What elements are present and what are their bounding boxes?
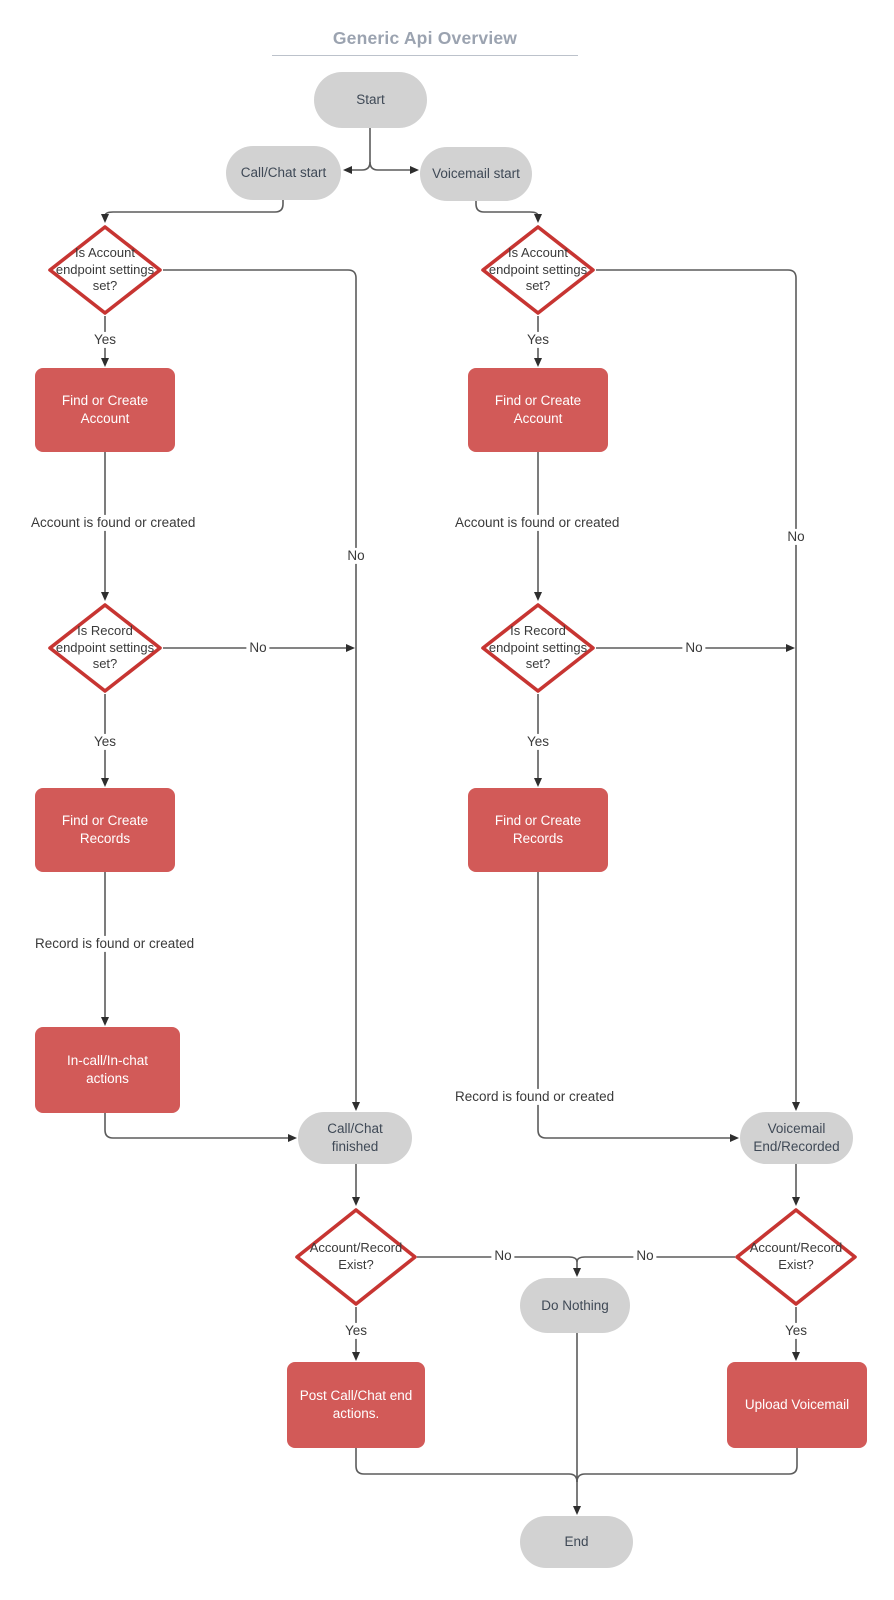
edge-label-no: No: [246, 639, 270, 657]
decision-is-record-set-right: Is Record endpoint settings set?: [480, 602, 596, 694]
edge-label-yes: Yes: [90, 733, 120, 751]
decision-is-record-set-left: Is Record endpoint settings set?: [47, 602, 163, 694]
node-find-create-account-right: Find or Create Account: [468, 368, 608, 452]
edge-label-yes: Yes: [523, 331, 553, 349]
edge-label-yes: Yes: [781, 1322, 811, 1340]
edge-label-no: No: [344, 547, 368, 565]
node-find-create-records-right-label: Find or Create Records: [494, 812, 582, 846]
diamond-shape: [295, 1208, 417, 1306]
node-call-chat-finished-label: Call/Chat finished: [327, 1121, 383, 1154]
node-post-call-chat-end-label: Post Call/Chat end actions.: [299, 1387, 413, 1421]
node-end: End: [520, 1516, 633, 1568]
node-find-create-account-left-label: Find or Create Account: [61, 392, 149, 426]
decision-is-account-set-left: Is Account endpoint settings set?: [47, 224, 163, 316]
node-call-chat-finished: Call/Chat finished: [298, 1112, 412, 1164]
node-post-call-chat-end: Post Call/Chat end actions.: [287, 1362, 425, 1448]
decision-is-account-set-left-label: Is Account endpoint settings set?: [55, 244, 155, 294]
diamond-shape: [48, 225, 162, 315]
edge-label-yes: Yes: [341, 1322, 371, 1340]
node-upload-voicemail-label: Upload Voicemail: [744, 1396, 850, 1412]
diamond-shape: [481, 603, 595, 693]
node-voicemail-end: Voicemail End/Recorded: [740, 1112, 853, 1164]
edge-label-yes: Yes: [523, 733, 553, 751]
decision-account-record-exist-right-label: Account/Record Exist?: [749, 1240, 843, 1272]
page-title: Generic Api Overview: [332, 28, 518, 48]
decision-account-record-exist-left: Account/Record Exist?: [294, 1207, 418, 1307]
edge-label-record-found: Record is found or created: [32, 935, 198, 953]
edge-label-no: No: [682, 639, 706, 657]
edge-label-account-found: Account is found or created: [452, 514, 623, 532]
diamond-shape: [48, 603, 162, 693]
edge-label-account-found: Account is found or created: [28, 514, 199, 532]
node-call-chat-start: Call/Chat start: [226, 146, 341, 200]
node-do-nothing-label: Do Nothing: [541, 1297, 609, 1313]
decision-is-account-set-right: Is Account endpoint settings set?: [480, 224, 596, 316]
node-find-create-records-left-label: Find or Create Records: [61, 812, 149, 846]
node-end-label: End: [564, 1534, 589, 1550]
node-call-chat-start-label: Call/Chat start: [240, 165, 327, 181]
node-upload-voicemail: Upload Voicemail: [727, 1362, 867, 1448]
edge-label-no: No: [491, 1247, 515, 1265]
node-incall-actions: In-call/In-chat actions: [35, 1027, 180, 1113]
edge-label-yes: Yes: [90, 331, 120, 349]
node-do-nothing: Do Nothing: [520, 1278, 630, 1333]
node-find-create-account-left: Find or Create Account: [35, 368, 175, 452]
edge-label-no: No: [633, 1247, 657, 1265]
node-incall-actions-label: In-call/In-chat actions: [66, 1052, 149, 1086]
node-voicemail-start: Voicemail start: [420, 147, 532, 201]
node-find-create-records-left: Find or Create Records: [35, 788, 175, 872]
diamond-shape: [735, 1208, 857, 1306]
edge-label-record-found: Record is found or created: [452, 1088, 618, 1106]
node-find-create-records-right: Find or Create Records: [468, 788, 608, 872]
node-voicemail-start-label: Voicemail start: [432, 166, 520, 182]
decision-is-account-set-right-label: Is Account endpoint settings set?: [488, 244, 588, 294]
decision-account-record-exist-left-label: Account/Record Exist?: [309, 1240, 403, 1272]
node-find-create-account-right-label: Find or Create Account: [494, 392, 582, 426]
node-start: Start: [314, 72, 427, 128]
decision-account-record-exist-right: Account/Record Exist?: [734, 1207, 858, 1307]
decision-is-record-set-right-label: Is Record endpoint settings set?: [488, 622, 588, 672]
node-start-label: Start: [356, 92, 385, 108]
diamond-shape: [481, 225, 595, 315]
decision-is-record-set-left-label: Is Record endpoint settings set?: [55, 622, 155, 672]
title-underline: [272, 55, 578, 56]
edge-label-no: No: [784, 528, 808, 546]
node-voicemail-end-label: Voicemail End/Recorded: [753, 1121, 840, 1154]
